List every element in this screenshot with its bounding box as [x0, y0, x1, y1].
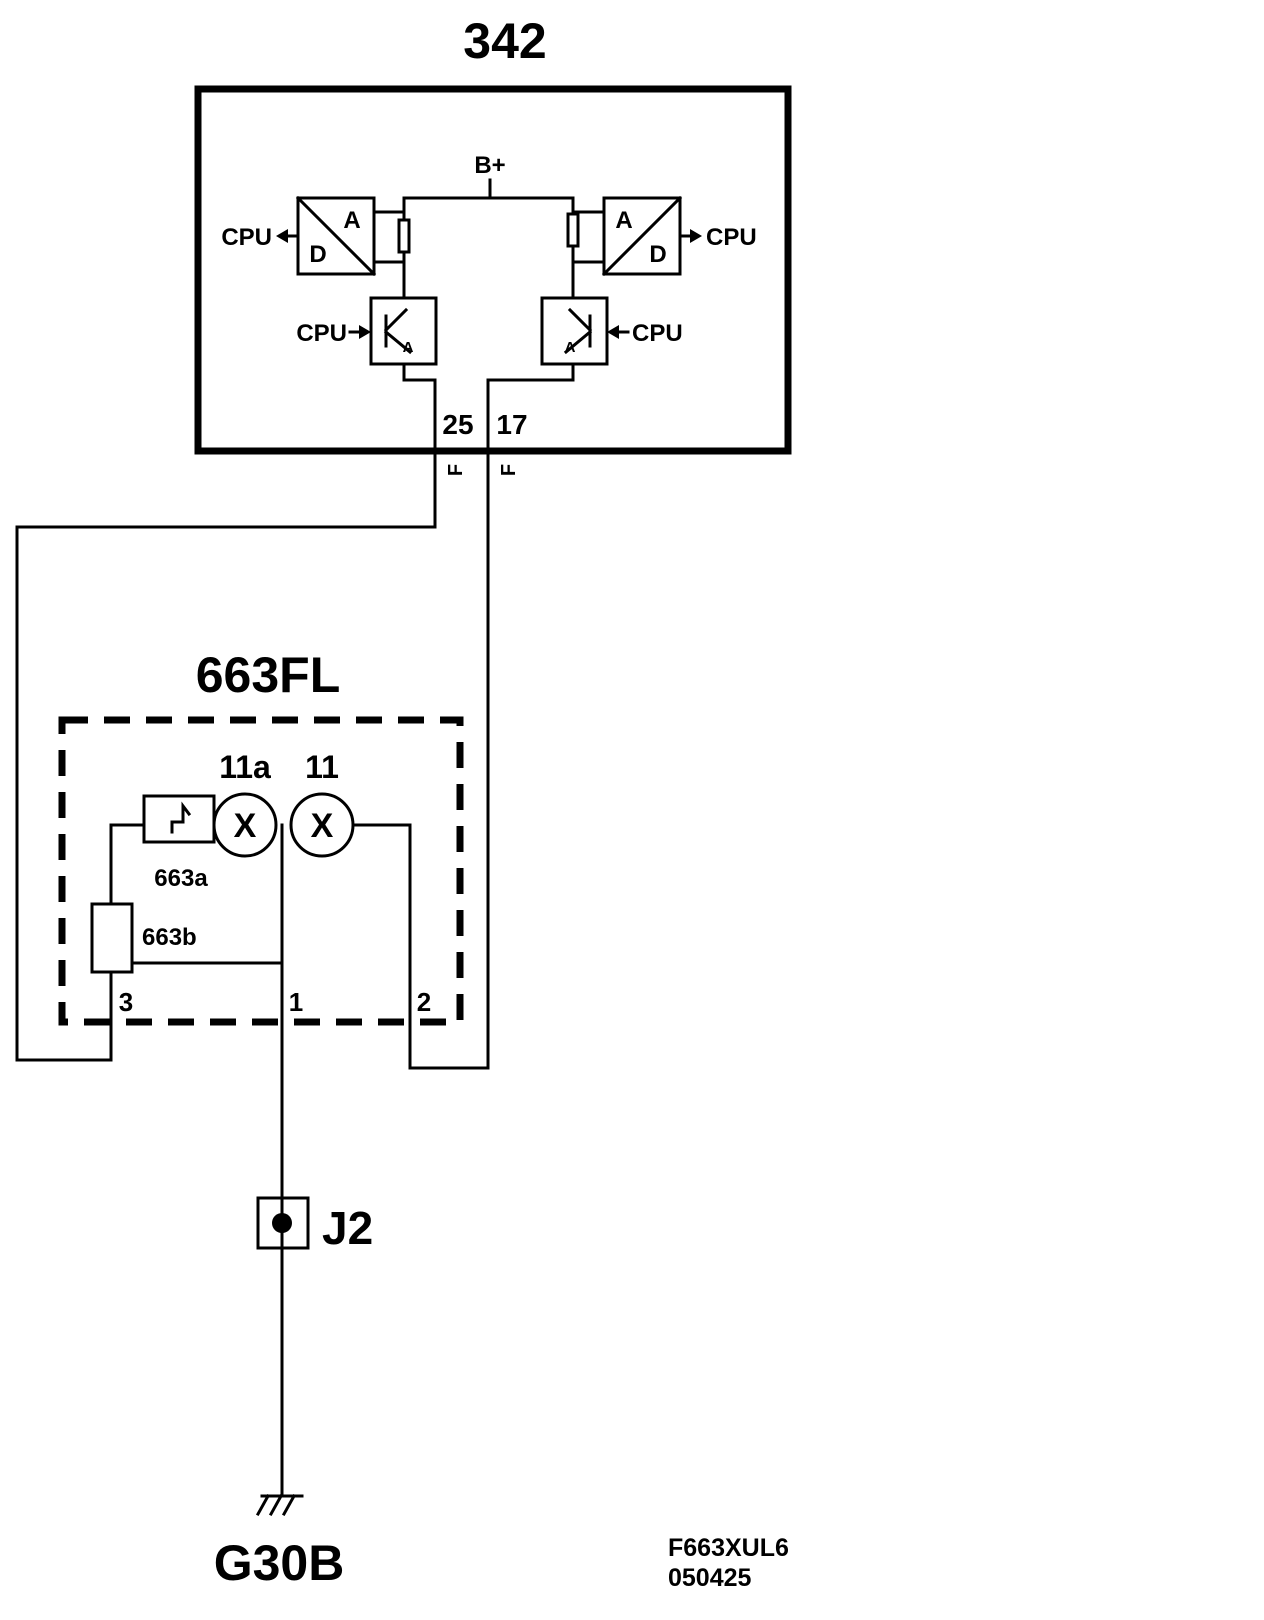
lamp-11a-symbol: X	[234, 807, 257, 845]
right-driver	[540, 296, 609, 366]
arrow-left-icon	[607, 325, 619, 339]
splice-label: J2	[322, 1202, 373, 1254]
doc-code: F663XUL6	[668, 1534, 789, 1562]
arrow-right-icon	[690, 229, 702, 243]
wire-to-pin-25	[402, 362, 437, 453]
supply-label: B+	[474, 152, 505, 179]
cpu-label-top-left: CPU	[221, 224, 272, 251]
transistor-icon-collector	[567, 307, 593, 333]
ground-icon-hatch-1	[255, 1493, 271, 1517]
lamp-11a	[212, 792, 278, 858]
module-663fl-title: 663FL	[196, 647, 341, 703]
module-342-box	[194, 85, 792, 455]
left-ad-diagonal	[295, 195, 377, 277]
splice-dot-icon	[272, 1213, 292, 1233]
resistor-663b	[90, 902, 134, 974]
wire-to-pin-17	[486, 362, 575, 453]
module-663fl-box	[58, 716, 464, 1026]
module-342-title: 342	[463, 13, 546, 69]
wire-pin17-to-pin2	[408, 449, 490, 1070]
doc-date: 050425	[668, 1564, 752, 1592]
resistor-663b-label: 663b	[142, 924, 197, 951]
transistor-icon-emitter	[383, 329, 413, 355]
arrow-left-icon	[276, 229, 288, 243]
cpu-label-bottom-right: CPU	[632, 320, 683, 347]
pin-25-label: 25	[442, 409, 473, 440]
element-11a-label: 11a	[219, 749, 271, 785]
right-driver-letter: A	[565, 339, 576, 356]
step-arrow-icon	[170, 801, 192, 834]
ground-label: G30B	[214, 1535, 345, 1591]
pin-17-label: 17	[496, 409, 527, 440]
left-ad-a: A	[343, 207, 360, 234]
right-ad-d: D	[649, 241, 666, 268]
cpu-label-bottom-left: CPU	[296, 320, 347, 347]
right-ad-diagonal	[601, 195, 683, 277]
ground-icon-hatch-3	[281, 1493, 297, 1517]
sensor-663a	[142, 794, 216, 844]
connector-mark-left: F	[445, 464, 467, 476]
transistor-icon-emitter	[563, 329, 593, 355]
connector-mark-right: F	[498, 464, 520, 476]
pin-1-label: 1	[289, 987, 303, 1017]
cpu-label-top-right: CPU	[706, 224, 757, 251]
right-resistor	[566, 212, 580, 248]
ground-icon-hatch-2	[268, 1493, 284, 1517]
sensor-663a-label: 663a	[154, 865, 208, 892]
transistor-icon-collector	[383, 307, 409, 333]
pin-3-label: 3	[119, 987, 133, 1017]
wire-pin25-to-pin3	[15, 449, 437, 1062]
wire-lamp11-to-pin2	[351, 823, 412, 1024]
left-driver-letter: A	[403, 339, 414, 356]
left-ad-d: D	[309, 241, 326, 268]
pin-2-label: 2	[417, 987, 431, 1017]
element-11-label: 11	[305, 749, 339, 785]
wire-663a-to-663b	[109, 823, 146, 906]
left-resistor	[397, 218, 411, 254]
right-ad-a: A	[615, 207, 632, 234]
lamp-11-symbol: X	[311, 807, 334, 845]
arrow-right-icon	[359, 325, 371, 339]
